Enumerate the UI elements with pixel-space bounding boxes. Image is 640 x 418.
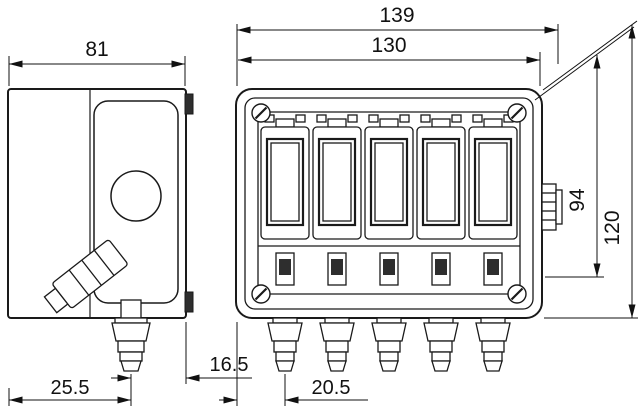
- dim-label-side-offset: 16.5: [210, 354, 249, 376]
- dim-depth: [8, 56, 186, 86]
- dim-label-housing-width: 130: [371, 34, 406, 57]
- dim-label-side-gland: 25.5: [51, 377, 90, 399]
- front-lid-outline: [244, 97, 534, 310]
- dim-label-inner-height: 94: [566, 188, 589, 212]
- front-gland-3: [371, 317, 407, 372]
- dim-housing-width: [238, 52, 541, 86]
- dim-label-total-height: 120: [601, 210, 624, 245]
- side-view: [7, 88, 194, 372]
- oblique-extension-inner: [534, 26, 635, 101]
- oblique-extension-outer: [542, 20, 638, 91]
- front-gland-4: [423, 317, 459, 372]
- mount-lug-top: [184, 93, 194, 115]
- front-view: [235, 88, 563, 372]
- dimension-labels: 81 139 130 94 120 16.5 25.5 20.5: [51, 4, 624, 399]
- side-housing-outline: [7, 88, 187, 319]
- dim-total-height: [544, 25, 638, 319]
- mount-lug-bottom: [184, 291, 194, 313]
- side-connector: [541, 183, 563, 231]
- dim-inner-height: [545, 55, 604, 278]
- corner-screw-top-right: [506, 102, 528, 124]
- corner-screw-bottom-left: [250, 283, 272, 305]
- corner-screw-top-left: [250, 102, 272, 124]
- dim-label-total-width: 139: [379, 4, 414, 27]
- front-gland-5: [475, 317, 511, 372]
- dim-label-depth: 81: [85, 38, 108, 61]
- dimension-lines: [8, 20, 638, 406]
- front-gland-2: [319, 317, 355, 372]
- dim-side-gland: [8, 388, 131, 406]
- side-knockout-circle: [110, 170, 162, 222]
- corner-screw-bottom-right: [506, 283, 528, 305]
- dim-side-offset: [111, 322, 252, 406]
- side-cable-gland: [111, 299, 151, 372]
- dim-total-width: [236, 24, 559, 86]
- front-gland-1: [267, 317, 303, 372]
- side-clamp-bracket: [43, 239, 128, 314]
- dim-label-front-gland: 20.5: [312, 377, 351, 399]
- dim-front-gland: [219, 322, 368, 406]
- front-panel: [257, 111, 521, 295]
